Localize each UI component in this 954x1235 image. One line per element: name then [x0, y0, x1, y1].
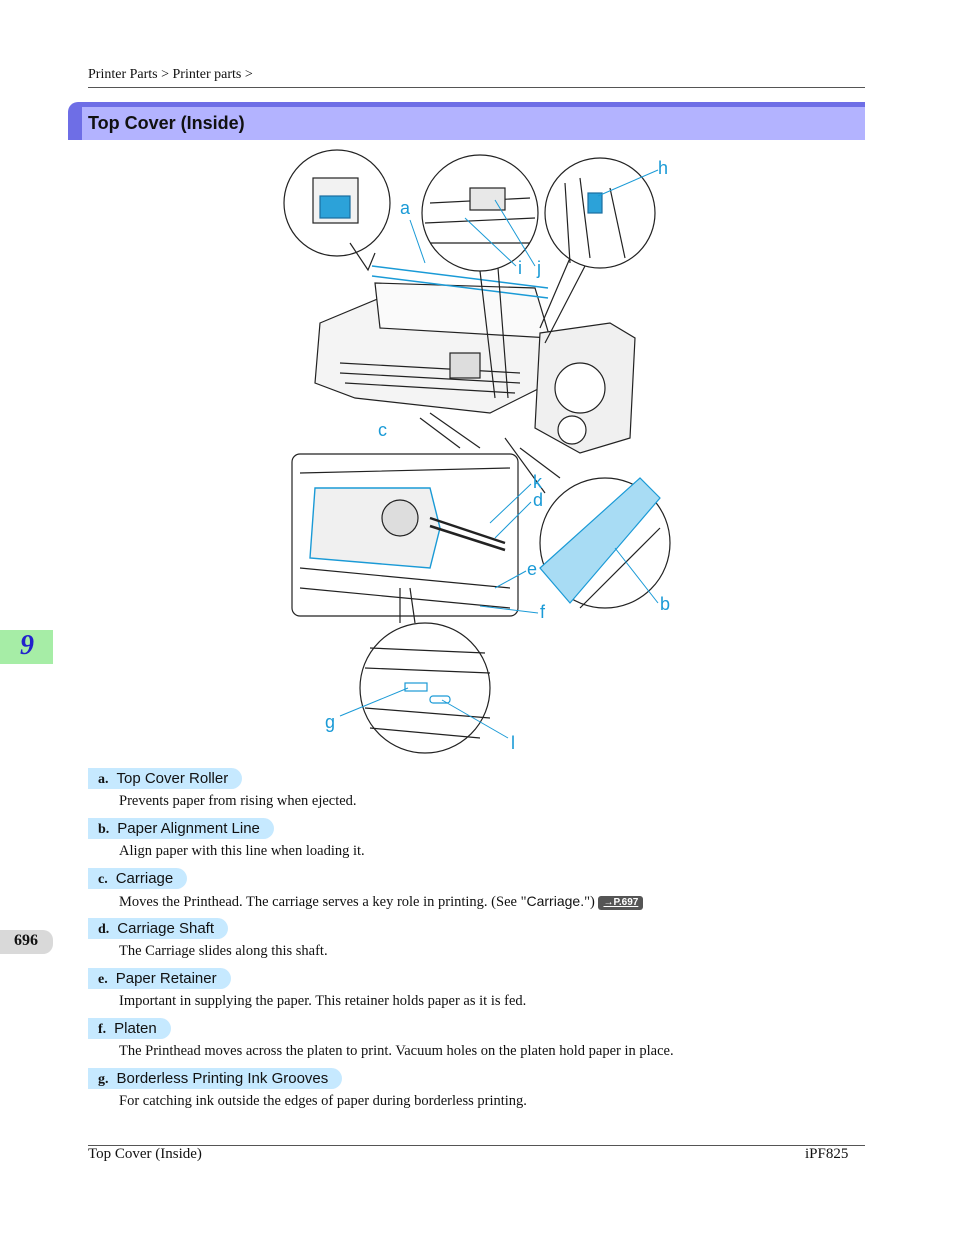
part-description: Align paper with this line when loading … — [119, 843, 365, 859]
callout-d: d — [533, 490, 543, 510]
part-a: a. Top Cover Roller Prevents paper from r… — [88, 768, 868, 818]
part-description: The Printhead moves across the platen to… — [119, 1043, 674, 1059]
part-label: d. Carriage Shaft — [88, 918, 229, 939]
part-label: e. Paper Retainer — [88, 968, 231, 989]
part-name: Borderless Printing Ink Grooves — [116, 1070, 329, 1087]
part-e: e. Paper Retainer Important in supplying … — [88, 968, 868, 1018]
callout-c: c — [378, 420, 387, 440]
part-letter: f. — [98, 1022, 107, 1037]
desc-text: Moves the Printhead. The carriage serves… — [119, 894, 527, 910]
part-c: c. Carriage Moves the Printhead. The carr… — [88, 868, 868, 918]
desc-text-end: ") — [584, 894, 595, 910]
part-letter: g. — [98, 1072, 109, 1087]
part-name: Paper Alignment Line — [117, 820, 260, 837]
part-name: Carriage — [115, 870, 174, 887]
printer-illustration: a b c d e f g h i j k l — [283, 149, 671, 754]
section-title: Top Cover (Inside) — [88, 113, 245, 133]
part-letter: b. — [98, 822, 110, 837]
part-name: Carriage Shaft — [117, 920, 215, 937]
callout-i: i — [518, 258, 522, 278]
chapter-tab[interactable]: 9 — [0, 630, 53, 664]
parts-list: a. Top Cover Roller Prevents paper from r… — [88, 768, 868, 1118]
header-divider — [88, 87, 865, 88]
page-reference-button[interactable]: →P.697 — [598, 895, 644, 910]
callout-j: j — [536, 258, 541, 278]
footer-divider — [88, 1145, 865, 1146]
part-f: f. Platen The Printhead moves across the … — [88, 1018, 868, 1068]
part-name: Paper Retainer — [115, 970, 217, 987]
breadcrumb-separator: > — [161, 67, 170, 82]
page-number: 696 — [14, 932, 38, 949]
breadcrumb-printer-parts-sub[interactable]: Printer parts — [172, 67, 242, 82]
breadcrumb-trail: > — [244, 67, 253, 82]
callout-l: l — [511, 733, 515, 753]
part-b: b. Paper Alignment Line Align paper with … — [88, 818, 868, 868]
page-number-tab: 696 — [0, 930, 53, 954]
carriage-link[interactable]: Carriage. — [526, 893, 585, 909]
callout-h: h — [658, 158, 668, 178]
part-description: Important in supplying the paper. This r… — [119, 993, 527, 1009]
part-name: Top Cover Roller — [116, 770, 229, 787]
part-d: d. Carriage Shaft The Carriage slides alo… — [88, 918, 868, 968]
breadcrumb: Printer Parts > Printer parts > — [88, 67, 253, 83]
chapter-number: 9 — [20, 630, 34, 661]
part-name: Platen — [114, 1020, 157, 1037]
part-label: c. Carriage — [88, 868, 188, 889]
part-label: a. Top Cover Roller — [88, 768, 243, 789]
callout-a: a — [400, 198, 411, 218]
part-letter: c. — [98, 872, 108, 887]
part-letter: d. — [98, 922, 110, 937]
footer-model-name: iPF825 — [805, 1146, 849, 1162]
part-label: g. Borderless Printing Ink Grooves — [88, 1068, 343, 1089]
part-g: g. Borderless Printing Ink Grooves For ca… — [88, 1068, 868, 1118]
part-label: b. Paper Alignment Line — [88, 818, 274, 839]
section-header: Top Cover (Inside) — [68, 102, 865, 140]
part-label: f. Platen — [88, 1018, 171, 1039]
callout-e: e — [527, 559, 537, 579]
part-description: The Carriage slides along this shaft. — [119, 943, 328, 959]
callout-k: k — [533, 472, 543, 492]
part-description: Moves the Printhead. The carriage serves… — [88, 889, 868, 918]
part-description: For catching ink outside the edges of pa… — [119, 1093, 527, 1109]
footer-section-title: Top Cover (Inside) — [88, 1146, 202, 1162]
breadcrumb-printer-parts[interactable]: Printer Parts — [88, 67, 158, 82]
part-description: Prevents paper from rising when ejected. — [119, 793, 357, 809]
callout-g: g — [325, 712, 335, 732]
part-letter: e. — [98, 972, 108, 987]
part-letter: a. — [98, 772, 109, 787]
callout-b: b — [660, 594, 670, 614]
callout-f: f — [540, 602, 546, 622]
